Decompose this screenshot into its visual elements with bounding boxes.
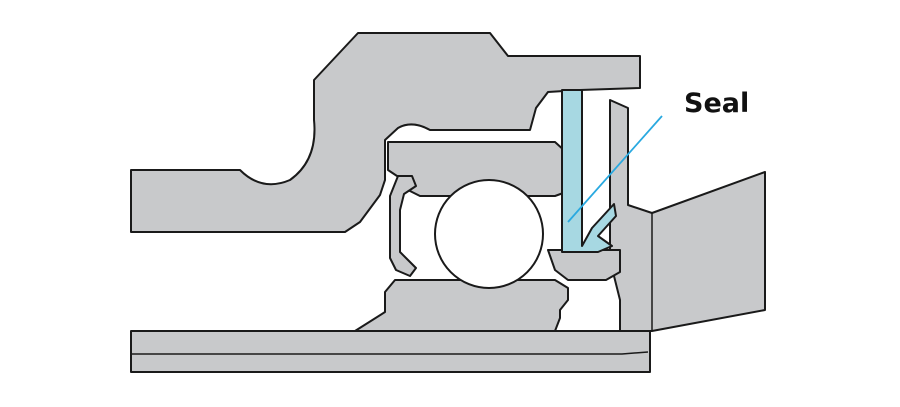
seal-label: Seal [684,88,749,119]
inner-race [354,279,569,332]
seal-leader-line [567,115,663,223]
housing [130,32,641,233]
seal [561,89,617,253]
retainer-clip [389,175,417,277]
bearing-ball [434,179,544,289]
shaft [130,326,651,373]
inner-sleeve [547,249,621,281]
shaft-center-line [131,351,649,355]
hub-flange [609,99,766,332]
